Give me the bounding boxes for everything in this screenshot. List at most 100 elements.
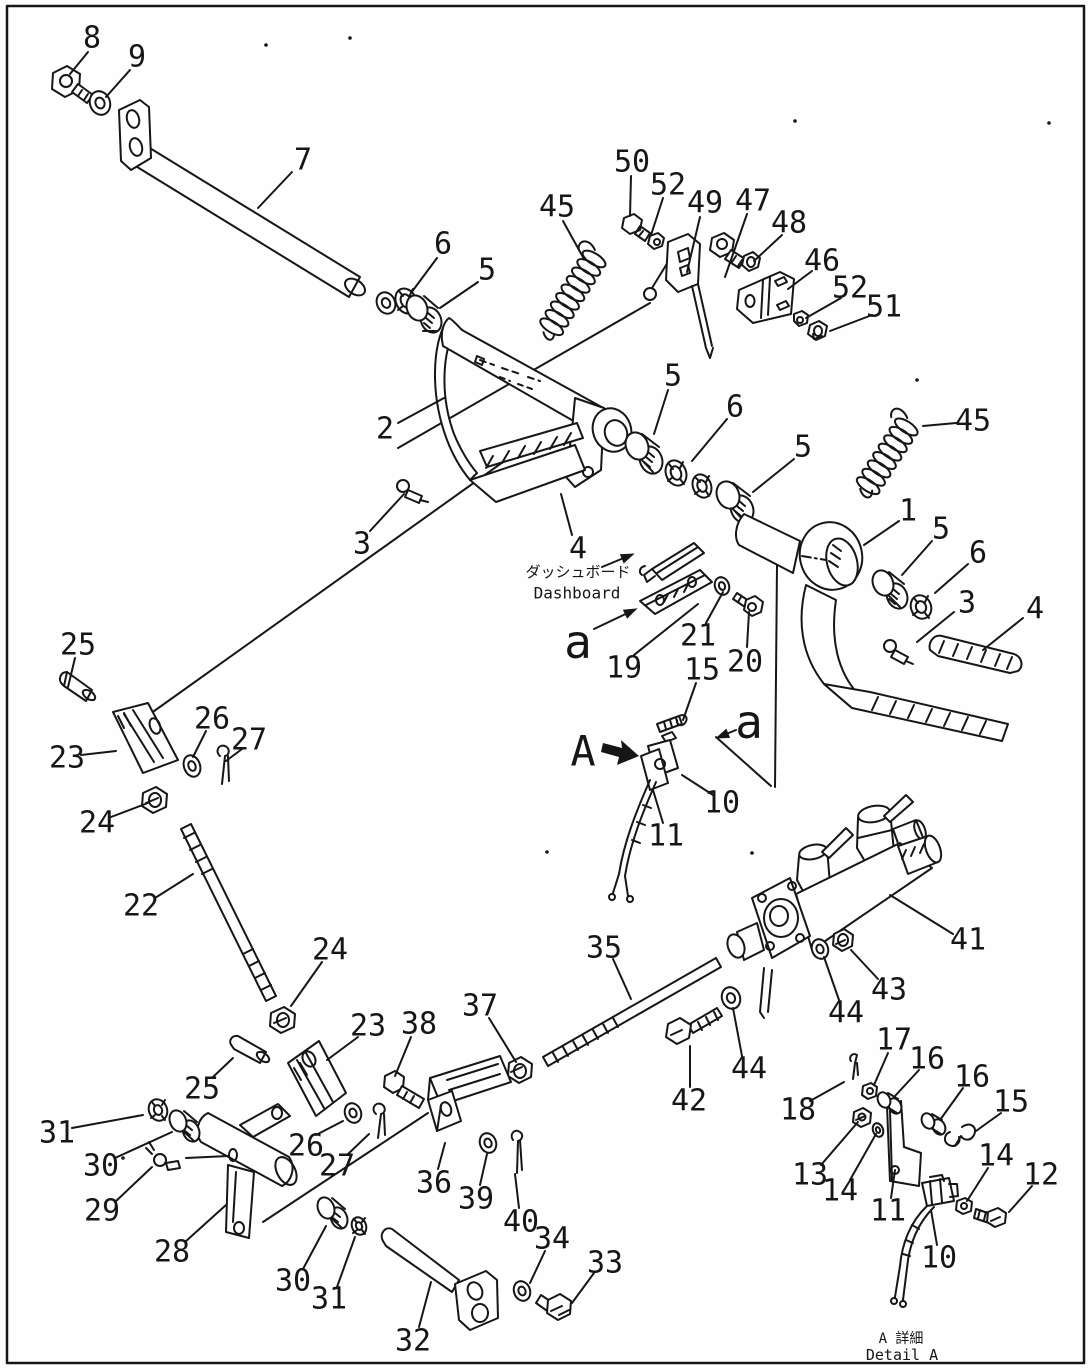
callout-A 詳細: A 詳細 (879, 1331, 924, 1347)
part-washer-26-upper (182, 754, 202, 778)
svg-text:29: 29 (84, 1194, 120, 1229)
svg-text:52: 52 (832, 271, 868, 306)
part-cotter-27-upper (216, 744, 230, 785)
callout-14: 14 (966, 1139, 1014, 1202)
callout-10: 10 (681, 774, 740, 821)
callout-24: 24 (79, 802, 149, 841)
svg-text:5: 5 (932, 512, 950, 547)
callout-23: 23 (49, 741, 117, 776)
part-bushing-5-right (871, 569, 909, 610)
part-nut-14-right (955, 1197, 973, 1215)
svg-text:43: 43 (871, 973, 907, 1008)
callout-5: 5 (752, 430, 812, 493)
part-nut-37 (507, 1056, 533, 1084)
svg-text:33: 33 (587, 1246, 623, 1281)
part-master-cylinder-41 (726, 794, 943, 1019)
part-pad-4 (928, 634, 1023, 674)
callout-48: 48 (753, 206, 807, 262)
svg-text:5: 5 (664, 359, 682, 394)
svg-text:27: 27 (231, 723, 267, 758)
part-bushing-16-left (876, 1091, 903, 1115)
callout-41: 41 (889, 894, 986, 958)
callout-30: 30 (83, 1131, 173, 1184)
callout-18: 18 (780, 1081, 845, 1128)
callout-4: 4 (560, 493, 587, 567)
part-fitting-29 (145, 1141, 181, 1171)
svg-text:38: 38 (401, 1007, 437, 1042)
part-spring-45-left (539, 240, 607, 341)
part-nut-52-lower (793, 310, 809, 327)
part-bolt-8 (51, 65, 94, 104)
svg-text:24: 24 (312, 933, 348, 968)
part-lever-49 (643, 233, 714, 359)
callout-36: 36 (416, 1142, 452, 1201)
part-cotter-27-lower (372, 1102, 386, 1139)
callout-27: 27 (319, 1133, 370, 1184)
callout-34: 34 (529, 1222, 570, 1284)
callout-26: 26 (192, 702, 230, 758)
svg-text:23: 23 (49, 741, 85, 776)
callout-25: 25 (60, 628, 96, 688)
callout-15: 15 (975, 1085, 1029, 1132)
callout-Dashboard: Dashboard (534, 584, 621, 603)
callout-49: 49 (686, 186, 723, 273)
svg-text:52: 52 (650, 168, 686, 203)
svg-text:A: A (570, 727, 595, 776)
part-pedal-1 (735, 513, 1009, 742)
part-bushing-30-upper (168, 1109, 201, 1143)
callout-13: 13 (792, 1121, 859, 1193)
svg-text:46: 46 (804, 244, 840, 279)
callout-45: 45 (922, 404, 991, 439)
part-ring-mid-2 (691, 473, 713, 499)
callout-47: 47 (724, 184, 771, 278)
callout-17: 17 (873, 1023, 912, 1086)
callout-8: 8 (69, 21, 101, 75)
part-spring-45-right (855, 407, 919, 499)
callout-40: 40 (503, 1173, 539, 1240)
part-rod-35 (542, 957, 722, 1067)
svg-text:6: 6 (969, 536, 987, 571)
part-clevis-36 (427, 1055, 512, 1132)
part-bolt-42 (665, 1007, 723, 1045)
callout-ダッシュボード: ダッシュボード (525, 563, 630, 581)
svg-text:4: 4 (569, 532, 587, 567)
part-clip-15-detail (944, 1123, 976, 1147)
part-nut-43 (832, 928, 854, 952)
part-washer-34 (512, 1280, 532, 1302)
part-washer-39 (478, 1132, 498, 1154)
part-bracket-46 (736, 271, 795, 324)
svg-text:10: 10 (921, 1241, 957, 1276)
callout-a: a (564, 608, 638, 669)
svg-text:22: 22 (123, 889, 159, 924)
callout-21: 21 (680, 591, 724, 654)
part-bolt-50 (621, 213, 651, 242)
callout-11: 11 (870, 1169, 906, 1229)
part-bushing-5-mid (624, 431, 664, 475)
svg-text:A 詳細: A 詳細 (879, 1331, 924, 1347)
svg-text:40: 40 (503, 1205, 539, 1240)
svg-text:5: 5 (794, 430, 812, 465)
callout-16: 16 (894, 1042, 945, 1097)
svg-text:ダッシュボード: ダッシュボード (525, 563, 630, 581)
callout-46: 46 (787, 244, 840, 290)
part-bracket-11-detail (886, 1100, 922, 1187)
svg-text:1: 1 (899, 494, 917, 529)
svg-text:44: 44 (731, 1052, 767, 1087)
callout-5: 5 (653, 359, 682, 435)
callout-1: 1 (863, 494, 917, 546)
part-fitting-3-left (396, 479, 429, 504)
callout-4: 4 (982, 592, 1044, 651)
callout-Detail A: Detail A (866, 1346, 938, 1364)
part-ring-31-lower (350, 1216, 368, 1236)
part-nut-24-upper (141, 786, 168, 814)
svg-text:30: 30 (83, 1149, 119, 1184)
callout-33: 33 (571, 1246, 623, 1304)
svg-text:39: 39 (458, 1182, 494, 1217)
svg-text:6: 6 (434, 227, 452, 262)
part-bushing-5-left (405, 294, 443, 334)
callout-2: 2 (376, 397, 445, 447)
callout-6: 6 (410, 227, 452, 294)
svg-text:18: 18 (780, 1093, 816, 1128)
callout-50: 50 (614, 145, 650, 217)
callout-35: 35 (586, 931, 632, 1000)
